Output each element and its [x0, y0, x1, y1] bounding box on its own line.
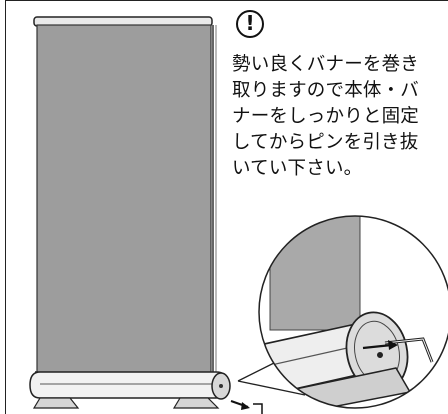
instruction-line-3: ナーをしっかりと固定: [232, 106, 420, 127]
caution-icon: !: [236, 10, 264, 38]
base-housing: [29, 371, 229, 399]
instruction-line-4: してからピンを引き抜: [232, 132, 419, 153]
magnifier-outline: [258, 215, 448, 409]
banner-panel: [36, 24, 212, 378]
instruction-text: 勢い良くバナーを巻き 取りますので本体・バ ナーをしっかりと固定 してからピンを…: [232, 52, 448, 182]
instruction-line-1: 勢い良くバナーを巻き: [232, 54, 420, 75]
base-end-screw: [219, 384, 223, 388]
pin-small: [253, 403, 263, 414]
frame-border-left: [5, 0, 6, 414]
instruction-line-2: 取りますので本体・バ: [232, 80, 420, 101]
instruction-line-5: いてい下さい。: [232, 158, 363, 179]
right-foot: [172, 397, 220, 409]
left-foot: [32, 397, 80, 409]
frame-border-top: [5, 0, 448, 1]
magnified-detail: [259, 216, 448, 408]
